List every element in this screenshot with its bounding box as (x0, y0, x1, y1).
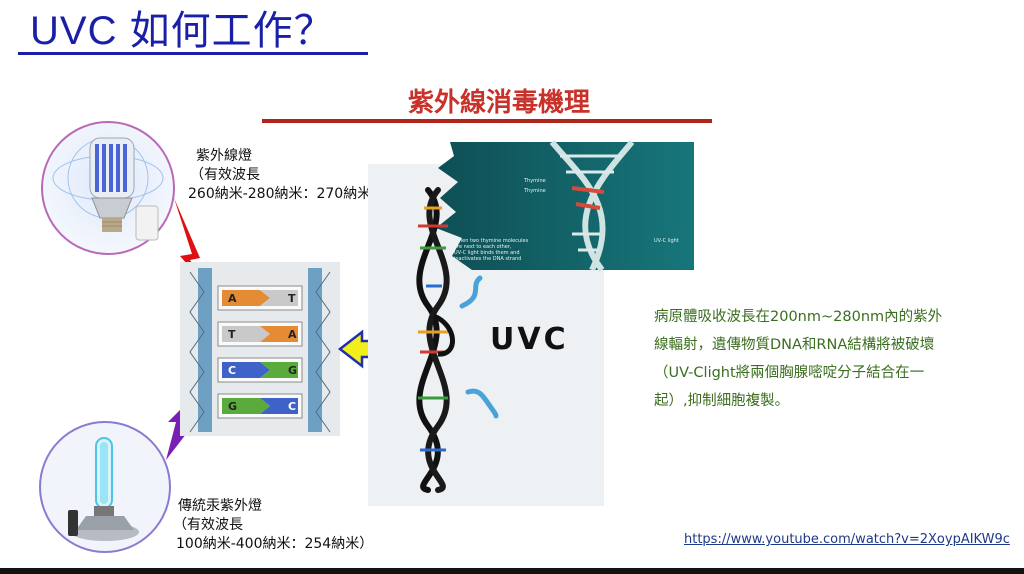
section-underline (262, 119, 712, 123)
uvc-light-label: UV-C light (654, 238, 679, 244)
youtube-link[interactable]: https://www.youtube.com/watch?v=2XoypAIK… (684, 532, 1010, 547)
uv-led-bulb-image (41, 121, 175, 255)
base-pair-2-left: T (228, 328, 236, 341)
thymine-dimer-inset: Thymine Thymine UV-C light When two thym… (436, 140, 694, 272)
mercury-lamp-caption-line3: 100納米-400納米：254納米） (176, 536, 374, 552)
bottom-bar (0, 568, 1024, 574)
base-pair-3-right: G (288, 364, 297, 377)
mercury-uv-lamp-image (39, 421, 171, 553)
inset-text-line3: UV-C light binds them and (454, 250, 520, 256)
base-pair-4-left: G (228, 400, 237, 413)
thymine-label-2: Thymine (523, 188, 546, 194)
base-pair-3-left: C (228, 364, 236, 377)
led-lamp-caption-line3: 260納米-280納米：270納米） (188, 186, 386, 202)
blue-virus-squiggle-icon-2 (465, 388, 499, 419)
thymine-label-1: Thymine (523, 178, 546, 184)
title-underline (18, 52, 368, 55)
base-pair-2-right: A (288, 328, 297, 341)
inset-text-line1: When two thymine molecules (454, 238, 529, 244)
mercury-lamp-caption-line1: 傳統汞紫外燈 (178, 498, 262, 514)
inset-text-line4: inactivates the DNA strand (454, 256, 521, 262)
base-pair-4-right: C (288, 400, 296, 413)
led-lamp-caption-line2: （有效波長 (190, 167, 260, 183)
base-pair-1-left: A (228, 292, 237, 305)
blue-virus-squiggle-icon (459, 275, 483, 309)
dna-double-helix-image (416, 187, 455, 493)
section-title: 紫外線消毒機理 (408, 88, 591, 118)
base-pair-1-right: T (288, 292, 296, 305)
dna-base-pair-diagram: A T T A C G G C (180, 262, 340, 436)
uvc-label: UVC (490, 322, 569, 357)
slide-title: UVC 如何工作？ (30, 9, 335, 53)
inset-text-line2: are next to each other, (454, 244, 512, 250)
led-lamp-caption-line1: 紫外線燈 (196, 148, 252, 164)
mercury-lamp-caption-line2: （有效波長 (173, 517, 243, 533)
description-text: 病原體吸收波長在200nm~280nm內的紫外線輻射，遺傳物質DNA和RNA結構… (654, 309, 943, 409)
